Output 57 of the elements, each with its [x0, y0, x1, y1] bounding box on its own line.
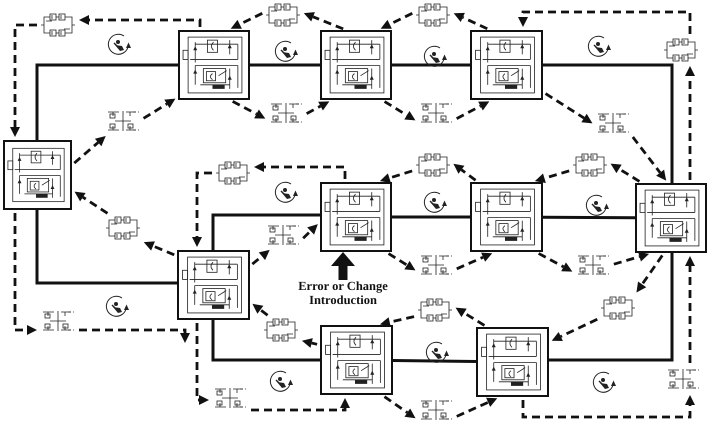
dashed-arrow — [192, 172, 212, 247]
dashed-arrow — [685, 256, 695, 363]
dashed-arrow — [306, 101, 330, 115]
connector-line — [36, 64, 178, 140]
dashed-arrow — [453, 164, 476, 182]
dashed-arrow — [144, 241, 175, 256]
dashed-arrow — [384, 100, 416, 120]
dashed-arrow — [14, 213, 37, 335]
connector-line — [212, 214, 320, 250]
dashed-arrow — [522, 395, 695, 418]
dashed-arrow — [251, 398, 350, 412]
connector-line — [392, 64, 470, 66]
dashed-arrow — [632, 136, 666, 181]
dashed-arrow — [302, 338, 318, 348]
dashed-arrow — [380, 170, 413, 183]
dashed-arrow — [552, 318, 598, 341]
dashed-arrow — [388, 252, 416, 270]
dashed-arrow — [232, 100, 266, 119]
callout-label: Error or Change Introduction — [290, 280, 396, 310]
dashed-arrow — [456, 398, 498, 418]
connector-line — [542, 216, 636, 220]
dashed-arrow — [79, 328, 190, 343]
connector-line — [36, 210, 177, 284]
dashed-arrow — [456, 101, 490, 120]
dashed-arrow — [73, 136, 106, 164]
dashed-arrow — [518, 10, 692, 34]
dashed-arrow — [454, 12, 488, 30]
dashed-arrow — [613, 252, 650, 266]
dashed-arrow — [544, 92, 592, 124]
dashed-arrow — [685, 66, 695, 180]
dashed-arrow — [538, 252, 572, 272]
dashed-arrow — [302, 224, 318, 240]
dashed-arrow — [10, 24, 37, 137]
dashed-arrow — [304, 12, 344, 30]
dashed-arrow — [142, 98, 176, 120]
dashed-arrow — [254, 162, 346, 179]
connector-line — [212, 320, 320, 362]
dashed-arrow — [456, 308, 486, 327]
thick-arrow — [331, 252, 355, 280]
connector-line — [392, 358, 476, 364]
dashed-arrow — [456, 252, 492, 270]
dashed-arrow — [380, 315, 414, 328]
connector-line — [549, 253, 674, 362]
dashed-arrow — [380, 12, 413, 29]
dashed-arrow — [251, 250, 270, 266]
connector-line — [250, 64, 320, 66]
dashed-arrow — [636, 254, 664, 293]
dashed-arrow — [534, 170, 570, 184]
dashed-arrow — [196, 323, 209, 405]
dashed-arrow — [384, 396, 416, 418]
dashed-arrow — [610, 164, 640, 183]
dashed-arrow — [230, 12, 263, 29]
connector-line — [543, 64, 674, 183]
dashed-arrow — [252, 304, 268, 316]
dashed-arrow — [79, 15, 202, 27]
connector-line — [392, 216, 470, 218]
dashed-arrow — [74, 192, 108, 215]
